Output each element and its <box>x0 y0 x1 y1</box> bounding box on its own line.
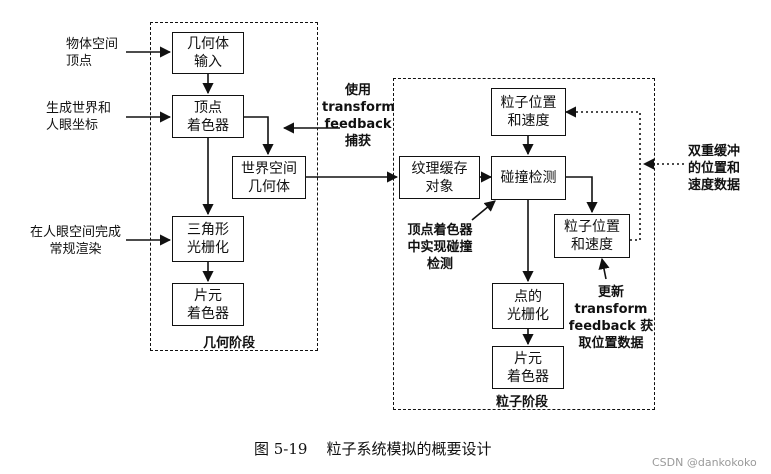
particle-stage-label: 粒子阶段 <box>496 395 549 410</box>
particle-position-velocity-top-box: 粒子位置 和速度 <box>491 88 566 136</box>
geometry-stage-region <box>150 22 318 351</box>
vertex-shader-box: 顶点 着色器 <box>172 95 244 138</box>
edge-feedback-loop <box>564 106 641 241</box>
eye-space-render-label: 在人眼空间完成 常规渲染 <box>30 225 122 257</box>
object-space-vertices-label: 物体空间 顶点 <box>66 37 119 69</box>
edge-collision-to-right-particles <box>566 176 598 214</box>
particle-position-velocity-right-box: 粒子位置 和速度 <box>554 214 630 258</box>
edge-vs-collision-note <box>471 200 496 221</box>
point-raster-box: 点的 光栅化 <box>492 283 564 329</box>
world-space-geometry-box: 世界空间 几何体 <box>232 156 306 199</box>
figure-caption: 图 5-19 粒子系统模拟的概要设计 <box>254 440 492 458</box>
particle-stage-region <box>393 78 655 410</box>
edge-vertex-to-world <box>242 116 274 156</box>
update-transform-feedback-label: 更新 transform feedback 获 取位置数据 <box>568 285 654 351</box>
geometry-input-box: 几何体 输入 <box>172 32 244 74</box>
collision-detection-box: 碰撞检测 <box>491 156 566 200</box>
fragment-shader-particle-box: 片元 着色器 <box>492 346 564 389</box>
triangle-raster-box: 三角形 光栅化 <box>172 216 244 262</box>
geometry-stage-label: 几何阶段 <box>203 336 256 351</box>
world-eye-coords-label: 生成世界和 人眼坐标 <box>46 101 112 133</box>
transform-feedback-capture-label: 使用 transform feedback 捕获 <box>322 83 395 149</box>
edge-update-note <box>598 257 610 280</box>
texture-buffer-box: 纹理缓存 对象 <box>399 156 480 199</box>
watermark: CSDN @dankokoko <box>652 456 757 469</box>
fragment-shader-geometry-box: 片元 着色器 <box>172 283 244 326</box>
vertex-shader-collision-label: 顶点着色器 中实现碰撞 检测 <box>407 223 473 272</box>
double-buffer-label: 双重缓冲 的位置和 速度数据 <box>688 144 741 193</box>
